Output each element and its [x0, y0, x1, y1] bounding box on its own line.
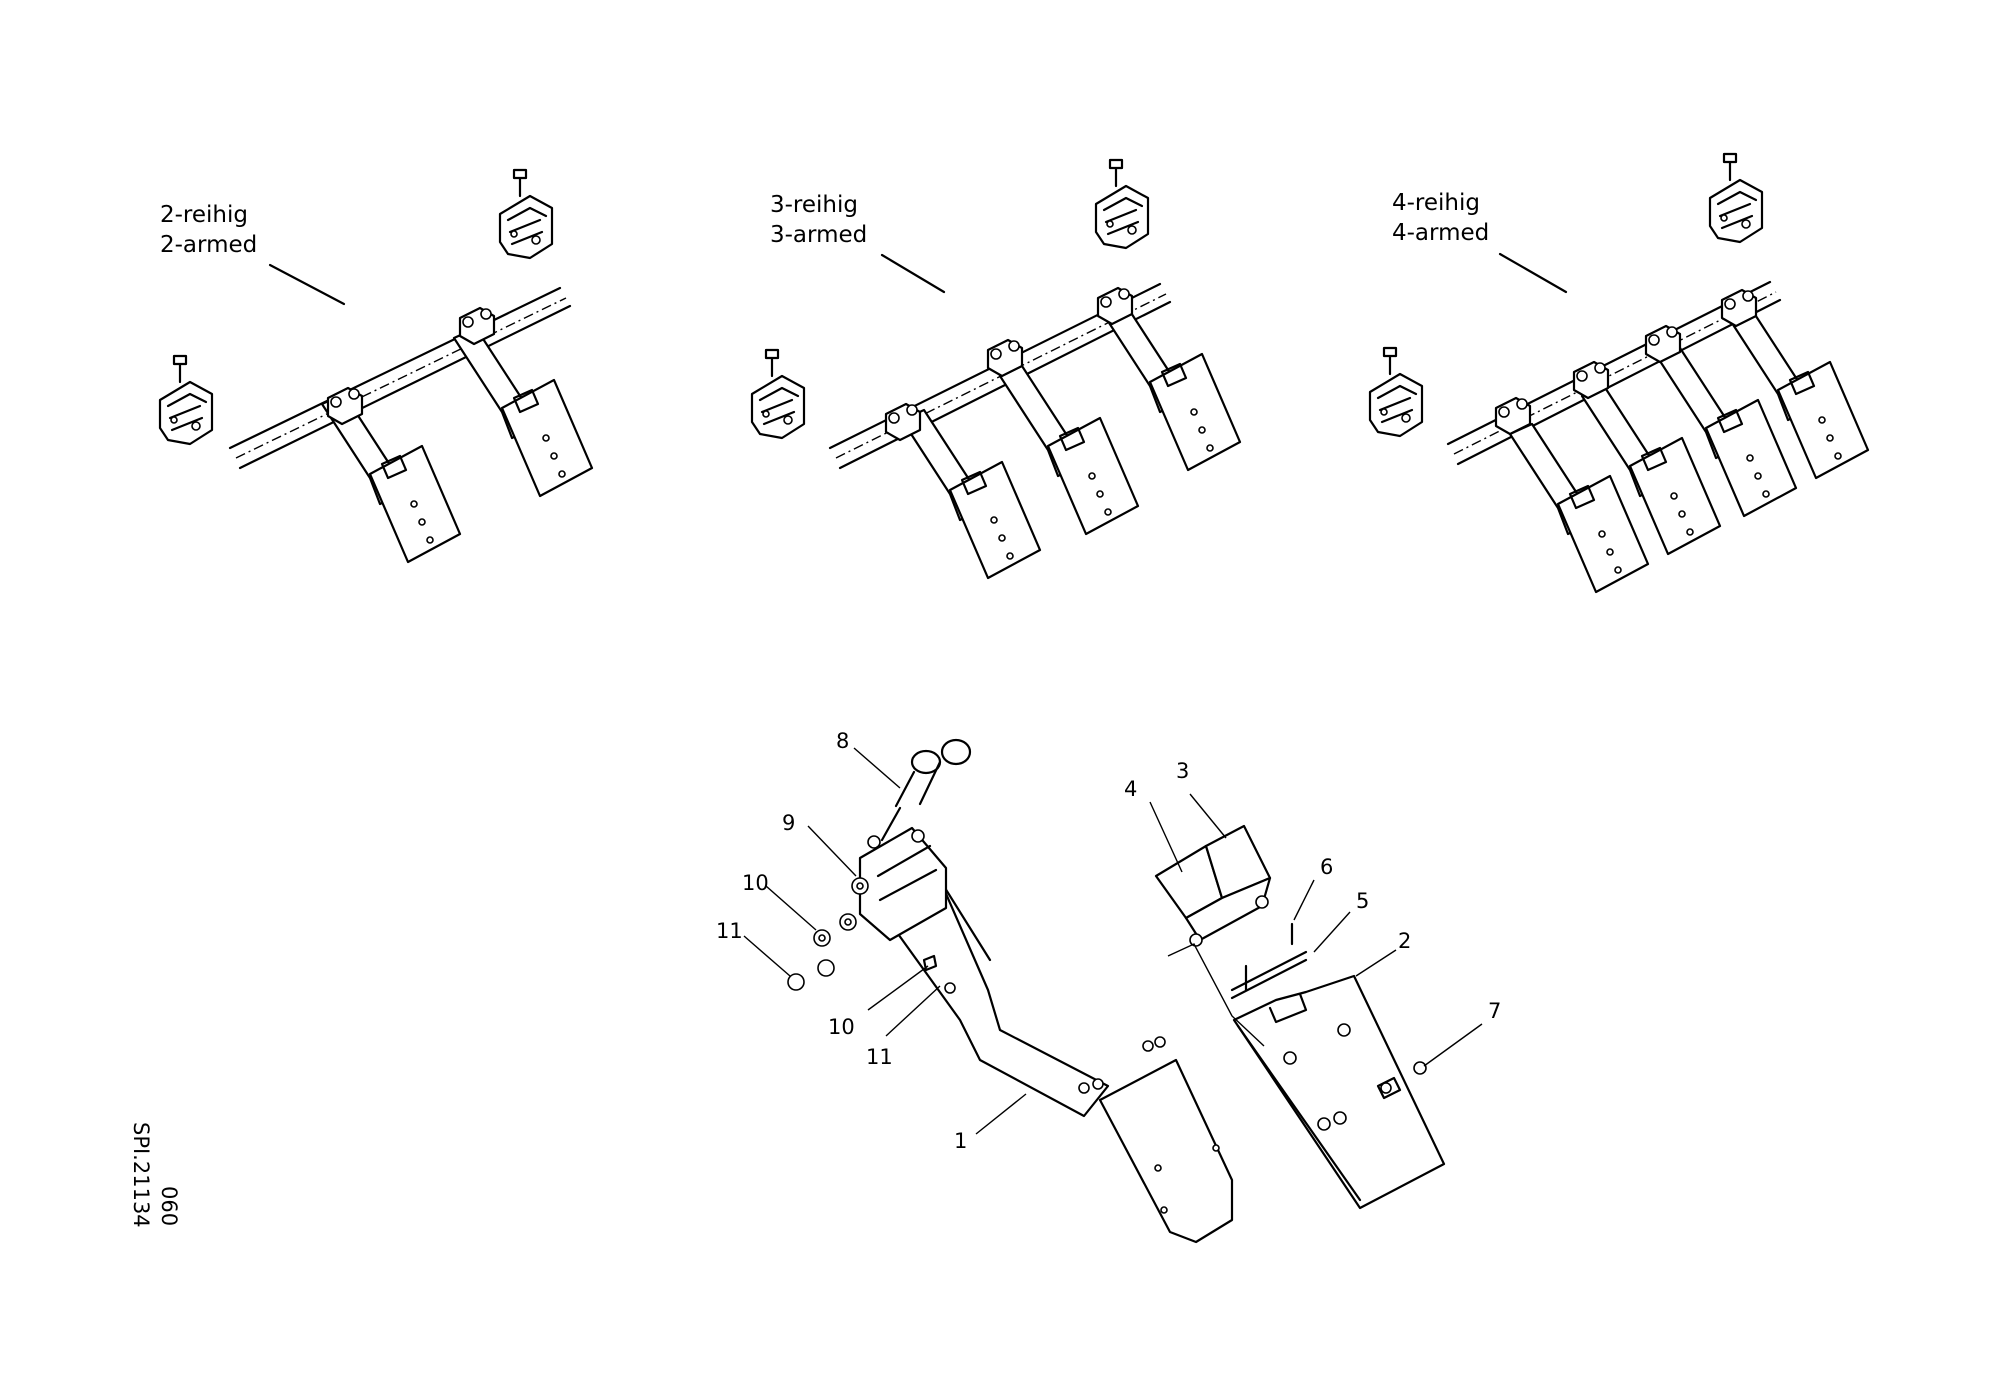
- variant-label-3-de: 3-reihig: [770, 192, 858, 218]
- callout-8: 8: [836, 729, 849, 753]
- variant-label-2-en: 2-armed: [160, 232, 257, 258]
- variant-2-armed-drawing: [158, 168, 594, 564]
- variant-label-4-en: 4-armed: [1392, 220, 1489, 246]
- variant-3-armed-drawing: [750, 158, 1242, 580]
- variant-label-4-de: 4-reihig: [1392, 190, 1480, 216]
- variant-label-3-en: 3-armed: [770, 222, 867, 248]
- drawing-reference-sheet: 060: [157, 1186, 181, 1226]
- callout-7: 7: [1488, 999, 1501, 1023]
- callout-9: 9: [782, 811, 795, 835]
- callout-5: 5: [1356, 889, 1369, 913]
- variant-4-armed-drawing: [1368, 152, 1870, 594]
- variant-label-2-de: 2-reihig: [160, 202, 248, 228]
- callout-4: 4: [1124, 777, 1137, 801]
- exploded-arm-assembly: [743, 738, 1483, 1244]
- callout-1: 1: [954, 1129, 967, 1153]
- callout-11-lower: 11: [866, 1045, 893, 1069]
- callout-3: 3: [1176, 759, 1189, 783]
- callout-6: 6: [1320, 855, 1333, 879]
- callout-2: 2: [1398, 929, 1411, 953]
- callout-11-upper: 11: [716, 919, 743, 943]
- callout-10-upper: 10: [742, 871, 769, 895]
- drawing-reference-code: SPI.21134: [129, 1122, 153, 1228]
- callout-10-lower: 10: [828, 1015, 855, 1039]
